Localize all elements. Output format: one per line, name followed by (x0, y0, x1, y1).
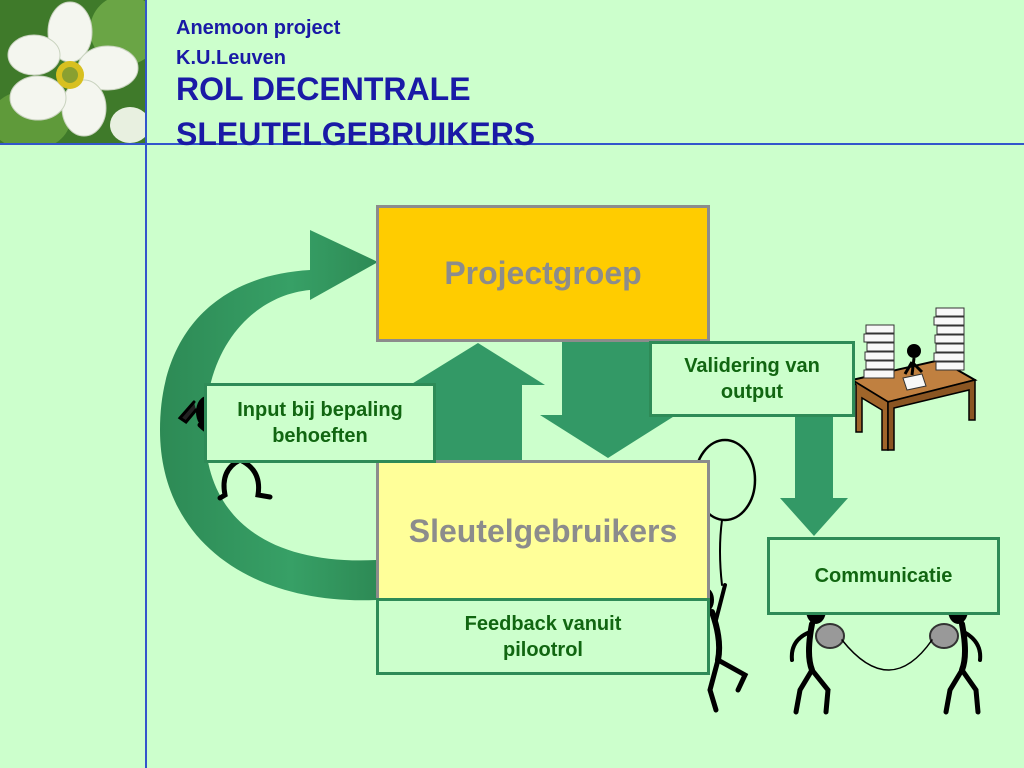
communicatie-box: Communicatie (767, 537, 1000, 615)
communicatie-label: Communicatie (814, 565, 953, 587)
feedback-loop-arrow (160, 230, 378, 601)
sleutelgebruikers-box: Sleutelgebruikers (376, 460, 710, 602)
anemone-flower-image (0, 0, 145, 143)
communication-arrow (780, 415, 848, 536)
project-name: Anemoon project (176, 17, 341, 39)
validering-label-line1: Validering van (684, 355, 820, 377)
vertical-divider (145, 0, 147, 768)
down-arrow (540, 340, 676, 458)
up-arrow (410, 343, 545, 460)
feedback-label-line1: Feedback vanuit (464, 612, 622, 635)
projectgroep-label: Projectgroep (444, 255, 642, 291)
page-title-line1: ROL DECENTRALE (176, 71, 471, 107)
institution-name: K.U.Leuven (176, 47, 287, 69)
sleutelgebruikers-label: Sleutelgebruikers (408, 512, 678, 549)
feedback-label-line2: pilootrol (503, 638, 583, 661)
projectgroep-box: Projectgroep (376, 205, 710, 342)
desk-figure (849, 307, 978, 451)
input-box: Input bij bepaling behoeften (204, 383, 436, 463)
horizontal-divider (0, 143, 1024, 145)
input-label-line2: behoeften (272, 425, 368, 447)
input-label-line1: Input bij bepaling (237, 399, 403, 421)
validering-label-line2: output (720, 381, 784, 403)
page-title-line2: SLEUTELGEBRUIKERS (176, 116, 536, 152)
validering-box: Validering van output (649, 341, 855, 417)
feedback-box: Feedback vanuit pilootrol (376, 598, 710, 675)
